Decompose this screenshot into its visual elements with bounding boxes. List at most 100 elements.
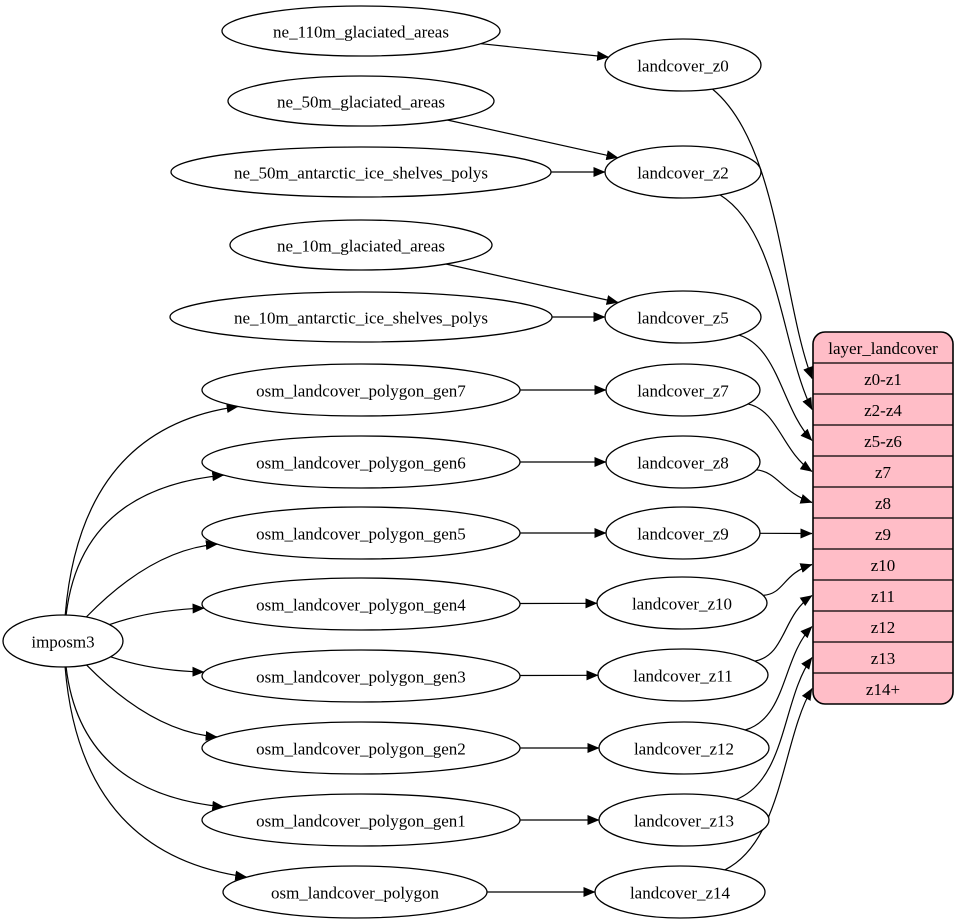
node-label: ne_10m_glaciated_areas [277,237,445,256]
node-label: osm_landcover_polygon_gen6 [256,454,466,473]
node-shape [605,506,761,560]
node-landcover_z8: landcover_z8 [605,435,761,489]
edge-imposm3-osm_landcover_polygon_gen5 [85,540,218,618]
node-osm_landcover_polygon_gen2: osm_landcover_polygon_gen2 [201,721,521,775]
table-row-z2-z4: z2-z4 [864,401,902,420]
table-row-z12: z12 [871,618,896,637]
node-landcover_z7: landcover_z7 [605,363,761,417]
node-label: landcover_z0 [637,57,729,76]
edge-imposm3-osm_landcover_polygon_gen3 [110,656,205,677]
node-landcover_z9: landcover_z9 [605,506,761,560]
node-label: osm_landcover_polygon [271,884,440,903]
node-shape [170,146,552,198]
node-osm_landcover_polygon_gen5: osm_landcover_polygon_gen5 [201,506,521,560]
node-shape [594,865,766,919]
table-title: layer_landcover [828,339,938,358]
node-shape [604,145,762,199]
edge-imposm3-osm_landcover_polygon_gen4 [109,603,205,626]
node-shape [598,721,770,775]
node-osm_landcover_polygon_gen6: osm_landcover_polygon_gen6 [201,435,521,489]
table-layer_landcover: layer_landcover z0-z1 z2-z4 z5-z6 z7 z8 z9 z10 z… [812,331,954,705]
node-label: osm_landcover_polygon_gen1 [256,812,466,831]
edge-landcover_z14-z14+ [724,688,813,871]
node-label: osm_landcover_polygon_gen3 [256,668,466,687]
edge-imposm3-osm_landcover_polygon_gen1 [65,666,225,811]
edge-landcover_z2-z2-z4 [719,194,813,410]
node-shape [201,506,521,560]
edge-ne_110m_glaciated_areas-landcover_z0 [480,43,610,61]
node-shape [201,577,521,631]
node-label: osm_landcover_polygon_gen7 [256,382,466,401]
node-label: osm_landcover_polygon_gen2 [256,740,466,759]
node-osm_landcover_polygon: osm_landcover_polygon [222,865,488,919]
table-row-z0-z1: z0-z1 [864,370,902,389]
node-landcover_z2: landcover_z2 [604,145,762,199]
node-label: landcover_z5 [637,309,729,328]
edge-landcover_z13-z13 [735,657,813,801]
node-label: ne_10m_antarctic_ice_shelves_polys [234,309,488,328]
node-ne_10m_antarctic_ice_shelves_polys: ne_10m_antarctic_ice_shelves_polys [169,291,553,343]
node-shape [2,614,124,668]
node-label: landcover_z14 [630,884,731,903]
node-osm_landcover_polygon_gen1: osm_landcover_polygon_gen1 [201,793,521,847]
edges-layer [64,43,813,897]
edge-landcover_z10-z10 [763,563,813,596]
node-label: osm_landcover_polygon_gen4 [256,596,466,615]
edge-landcover_z8-z8 [756,469,813,504]
node-imposm3: imposm3 [2,614,124,668]
edge-imposm3-osm_landcover_polygon [64,666,248,881]
node-shape [201,363,521,417]
table-row-z11: z11 [871,587,895,606]
edge-landcover_z5-z5-z6 [738,334,813,441]
node-label: ne_50m_glaciated_areas [277,93,445,112]
node-shape [201,793,521,847]
node-label: ne_110m_glaciated_areas [273,23,449,42]
node-shape [604,38,762,92]
edge-landcover_z12-z12 [745,626,813,731]
node-landcover_z5: landcover_z5 [604,290,762,344]
node-shape [605,435,761,489]
node-ne_50m_glaciated_areas: ne_50m_glaciated_areas [227,75,495,127]
node-label: landcover_z7 [637,382,729,401]
node-label: landcover_z10 [632,595,732,614]
edge-imposm3-osm_landcover_polygon_gen7 [64,403,239,616]
node-label: landcover_z13 [634,812,734,831]
table-row-z7: z7 [875,463,892,482]
node-landcover_z12: landcover_z12 [598,721,770,775]
node-shape [227,75,495,127]
node-label: imposm3 [31,633,94,652]
table-row-z14+: z14+ [866,680,900,699]
edge-imposm3-osm_landcover_polygon_gen2 [86,664,218,742]
node-landcover_z10: landcover_z10 [596,576,768,630]
node-label: landcover_z11 [633,667,732,686]
node-landcover_z0: landcover_z0 [604,38,762,92]
edge-landcover_z7-z7 [747,403,813,472]
table-row-z13: z13 [871,649,896,668]
node-landcover_z14: landcover_z14 [594,865,766,919]
node-ne_10m_glaciated_areas: ne_10m_glaciated_areas [229,219,493,271]
table-row-z5-z6: z5-z6 [864,432,902,451]
node-shape [596,576,768,630]
node-shape [169,291,553,343]
node-label: osm_landcover_polygon_gen5 [256,525,466,544]
node-ne_50m_antarctic_ice_shelves_polys: ne_50m_antarctic_ice_shelves_polys [170,146,552,198]
node-label: ne_50m_antarctic_ice_shelves_polys [234,164,488,183]
edge-ne_50m_glaciated_areas-landcover_z2 [447,119,619,161]
edge-ne_10m_glaciated_areas-landcover_z5 [445,263,619,305]
node-shape [597,648,769,702]
edge-landcover_z0-z0-z1 [712,88,813,379]
table-row-z8: z8 [875,494,891,513]
node-label: landcover_z12 [634,740,734,759]
node-shape [201,721,521,775]
node-shape [222,865,488,919]
node-ne_110m_glaciated_areas: ne_110m_glaciated_areas [221,5,501,57]
node-shape [598,793,770,847]
table-row-z10: z10 [871,556,896,575]
table-row-z9: z9 [875,525,891,544]
node-label: landcover_z8 [637,454,729,473]
edge-landcover_z11-z11 [754,595,813,662]
node-shape [605,363,761,417]
node-shape [229,219,493,271]
node-shape [604,290,762,344]
